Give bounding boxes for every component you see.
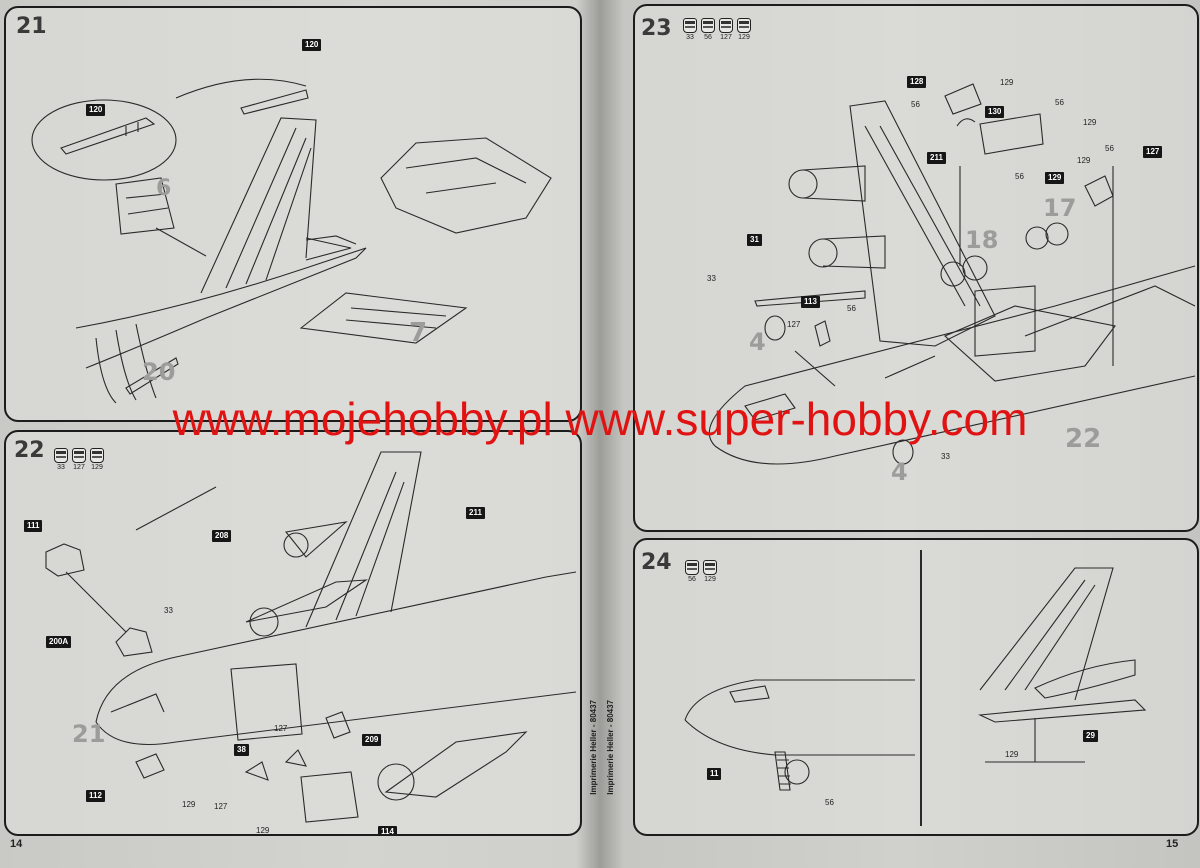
part-tag: 11 bbox=[707, 768, 722, 780]
part-label: 129 bbox=[256, 826, 270, 835]
part-number: 22 bbox=[1065, 424, 1102, 454]
part-tag: 120 bbox=[302, 39, 322, 51]
paint-list: 33 56 127 129 bbox=[683, 18, 751, 41]
watermark-text: www.mojehobby.pl www.super-hobby.com bbox=[172, 393, 1028, 445]
part-tag: 120 bbox=[86, 104, 106, 116]
part-tag: 113 bbox=[801, 296, 820, 308]
part-label: 56 bbox=[1105, 144, 1114, 153]
part-tag: 208 bbox=[212, 530, 232, 542]
paint-ref: 127 bbox=[720, 34, 732, 41]
part-label: 33 bbox=[941, 452, 950, 461]
part-number: 4 bbox=[749, 328, 766, 356]
step-number: 23 bbox=[641, 16, 672, 41]
part-tag: 29 bbox=[1083, 730, 1098, 742]
part-tag: 114 bbox=[378, 826, 397, 834]
part-label: 33 bbox=[164, 606, 173, 615]
part-tag: 127 bbox=[1143, 146, 1163, 158]
step-22-panel: 22 33 127 129 bbox=[4, 430, 582, 836]
paint-list: 33 127 129 bbox=[54, 448, 104, 471]
step-24-drawing bbox=[684, 550, 1147, 826]
paint-ref: 56 bbox=[688, 576, 696, 583]
step-number: 21 bbox=[16, 14, 47, 39]
part-tag: 31 bbox=[747, 234, 762, 246]
part-number: 18 bbox=[965, 226, 999, 254]
step-23-drawing bbox=[708, 83, 1196, 465]
step-number: 24 bbox=[641, 550, 672, 575]
paint-pot: 129 bbox=[90, 448, 104, 471]
part-tag: 38 bbox=[234, 744, 249, 756]
part-tag: 111 bbox=[24, 520, 43, 532]
part-tag: 112 bbox=[86, 790, 105, 802]
paint-pot: 129 bbox=[737, 18, 751, 41]
part-tag: 128 bbox=[907, 76, 927, 88]
paint-pot: 33 bbox=[683, 18, 697, 41]
paint-list: 56 129 bbox=[685, 560, 717, 583]
part-label: 33 bbox=[707, 274, 716, 283]
paint-ref: 56 bbox=[704, 34, 712, 41]
part-number: 6 bbox=[156, 176, 172, 201]
paint-ref: 129 bbox=[91, 464, 103, 471]
paint-ref: 33 bbox=[57, 464, 65, 471]
page-number-left: 14 bbox=[10, 838, 23, 850]
part-tag: 130 bbox=[985, 106, 1005, 118]
paint-ref: 129 bbox=[738, 34, 750, 41]
part-number: 20 bbox=[142, 358, 176, 386]
part-number: 4 bbox=[891, 458, 908, 486]
paint-ref: 33 bbox=[686, 34, 694, 41]
paint-ref: 129 bbox=[704, 576, 716, 583]
part-label: 56 bbox=[847, 304, 856, 313]
paint-pot: 127 bbox=[72, 448, 86, 471]
part-number: 7 bbox=[409, 318, 428, 348]
part-tag: 211 bbox=[466, 507, 485, 519]
part-label: 129 bbox=[1077, 156, 1091, 165]
step-23-panel: 23 33 56 127 129 bbox=[633, 4, 1199, 532]
part-label: 56 bbox=[1015, 172, 1024, 181]
part-label: 56 bbox=[1055, 98, 1064, 107]
part-tag: 211 bbox=[927, 152, 946, 164]
part-label: 127 bbox=[274, 724, 288, 733]
paint-ref: 127 bbox=[73, 464, 85, 471]
part-label: 56 bbox=[911, 100, 920, 109]
step-21-drawing bbox=[31, 78, 552, 404]
printer-credit-left: Imprimerie Heller - 80437 bbox=[589, 700, 598, 795]
part-label: 127 bbox=[214, 802, 228, 811]
paint-pot: 127 bbox=[719, 18, 733, 41]
paint-pot: 56 bbox=[685, 560, 699, 583]
part-tag: 129 bbox=[1045, 172, 1065, 184]
part-label: 127 bbox=[787, 320, 801, 329]
part-label: 56 bbox=[825, 798, 834, 807]
page-number-right: 15 bbox=[1166, 838, 1179, 850]
part-label: 129 bbox=[1005, 750, 1019, 759]
paint-pot: 56 bbox=[701, 18, 715, 41]
part-label: 129 bbox=[1000, 78, 1014, 87]
paint-pot: 33 bbox=[54, 448, 68, 471]
step-24-panel: 24 56 129 11 56 29 129 bbox=[633, 538, 1199, 836]
part-number: 17 bbox=[1043, 194, 1077, 222]
printer-credit-right: Imprimerie Heller - 80437 bbox=[606, 700, 615, 795]
paint-pot: 129 bbox=[703, 560, 717, 583]
part-label: 129 bbox=[182, 800, 196, 809]
step-22-drawing bbox=[45, 451, 577, 823]
part-label: 129 bbox=[1083, 118, 1097, 127]
step-21-panel: 21 120 120 6 7 20 bbox=[4, 6, 582, 422]
part-tag: 200A bbox=[46, 636, 72, 648]
part-tag: 209 bbox=[362, 734, 382, 746]
step-number: 22 bbox=[14, 438, 45, 463]
part-number: 21 bbox=[72, 720, 106, 748]
